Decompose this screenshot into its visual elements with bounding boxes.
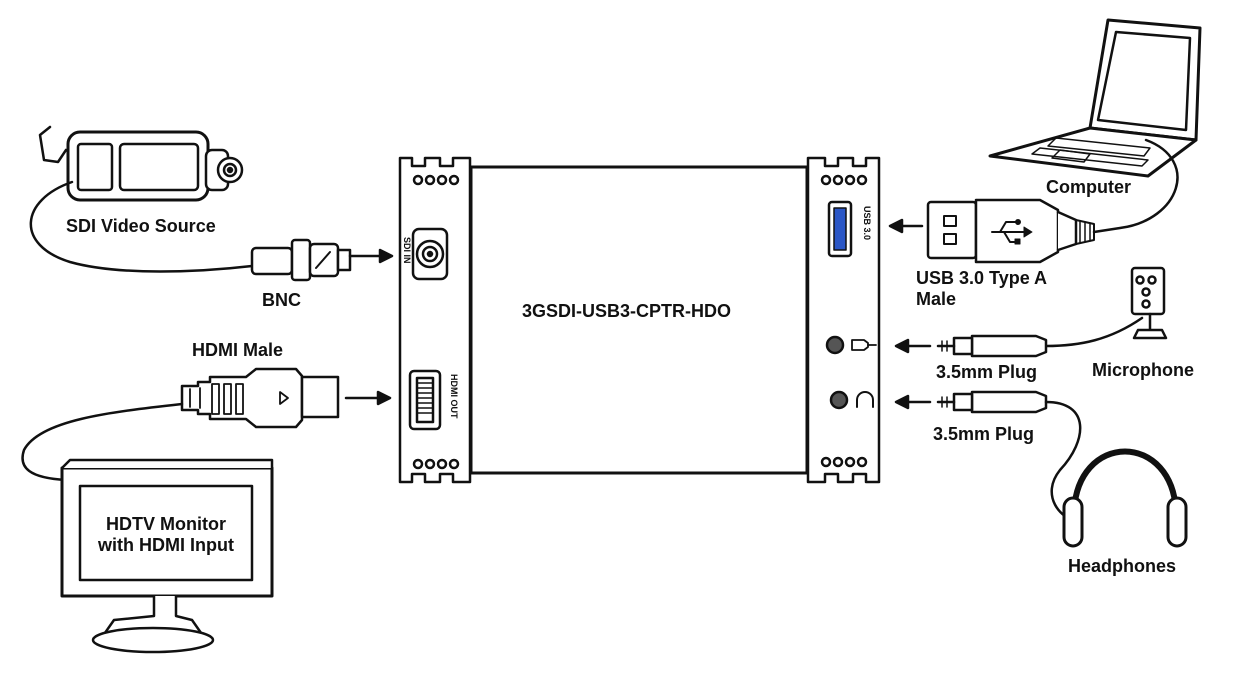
device-body (469, 165, 809, 475)
monitor-label-line1: HDTV Monitor (106, 514, 226, 534)
hdmi-plug-icon (180, 367, 340, 429)
headphone-plug-label: 3.5mm Plug (933, 424, 1035, 444)
headphone-cable (1044, 400, 1082, 524)
microphone-label: Microphone (1092, 360, 1194, 380)
arrow-mic-to-jack (894, 338, 932, 354)
arrow-headphone-to-jack (894, 394, 932, 410)
left-end-plate (398, 156, 472, 484)
right-end-plate (806, 156, 881, 484)
headphones-icon (1062, 448, 1188, 548)
sdi-source-label: SDI Video Source (66, 216, 216, 236)
arrow-bnc-to-sdi (348, 248, 394, 264)
arrow-usb-to-port (888, 218, 924, 234)
laptop-icon (988, 18, 1202, 178)
computer-label: Computer (1046, 177, 1131, 197)
bnc-label: BNC (262, 290, 301, 310)
usb-type-label-line1: USB 3.0 Type A (916, 268, 1048, 288)
hdmi-male-label: HDMI Male (192, 340, 284, 360)
mic-jack (825, 335, 877, 355)
usb-cable (1092, 138, 1179, 234)
usb-port (827, 200, 853, 258)
headphone-plug-icon (936, 390, 1048, 414)
mic-plug-icon (936, 334, 1048, 358)
arrow-hdmi-to-port (344, 390, 392, 406)
sdi-in-port-label: SDI IN (402, 237, 412, 264)
bnc-connector-icon (250, 238, 352, 282)
usb-port-label: USB 3.0 (862, 206, 872, 241)
capture-device (398, 156, 881, 484)
headphones-label: Headphones (1068, 556, 1177, 576)
monitor-icon (60, 458, 274, 654)
mic-cable (1044, 316, 1144, 348)
hdmi-out-port (408, 369, 442, 431)
headphone-jack (829, 390, 874, 410)
hdmi-cable (21, 402, 184, 482)
sdi-in-port (411, 227, 449, 281)
device-name-label: 3GSDI-USB3-CPTR-HDO (522, 301, 732, 321)
camera-icon (38, 125, 244, 202)
usb-type-label-line2: Male (916, 289, 957, 309)
monitor-label-line2: with HDMI Input (98, 535, 234, 555)
usb-plug-icon (926, 198, 1095, 264)
mic-plug-label: 3.5mm Plug (936, 362, 1038, 382)
microphone-icon (1130, 266, 1168, 340)
camera-cable (29, 180, 254, 273)
hdmi-out-port-label: HDMI OUT (449, 374, 459, 419)
